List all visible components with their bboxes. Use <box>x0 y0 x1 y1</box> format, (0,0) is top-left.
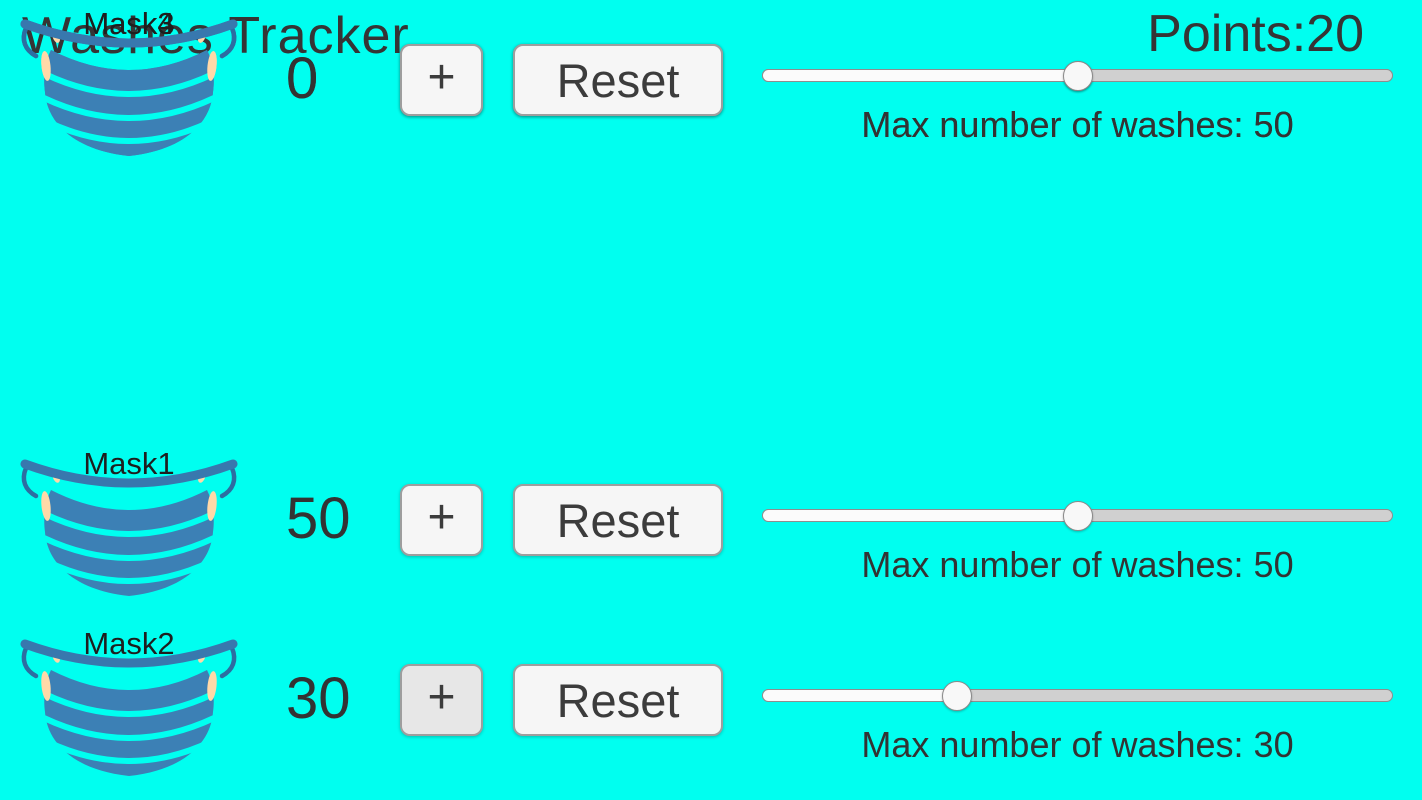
wash-count: 0 <box>286 46 319 111</box>
mask-name-label: Mask1 <box>83 446 175 481</box>
increment-wash-button[interactable]: + <box>400 44 483 116</box>
points-display: Points:20 <box>1147 4 1364 64</box>
wash-count: 0 <box>286 46 319 111</box>
slider-thumb[interactable] <box>1062 501 1093 531</box>
points-label: Points: <box>1147 5 1307 63</box>
mask-name-label: Mask3 <box>83 6 175 41</box>
max-washes-label: Max number of washes: 30 <box>861 724 1294 765</box>
mask-figure: Mask4 <box>16 0 242 166</box>
reset-button[interactable]: Reset <box>513 664 723 736</box>
max-washes-slider[interactable] <box>762 681 1393 711</box>
mask-name-label: Mask2 <box>83 626 175 661</box>
mask-row-2: Mask2 30 + Reset Max number of washes: 3… <box>0 620 1422 800</box>
mask-row-1: Mask1 50 + Reset Max number of washes: 5… <box>0 440 1422 620</box>
max-washes-label: Max number of washes: 50 <box>861 104 1294 145</box>
max-washes-label: Max number of washes: 50 <box>861 104 1294 145</box>
reset-button[interactable]: Reset <box>513 484 723 556</box>
mask-figure: Mask2 <box>16 620 242 786</box>
mask-name-label: Mask4 <box>83 6 175 41</box>
max-washes-slider[interactable] <box>762 501 1393 531</box>
mask-figure: Mask1 <box>16 440 242 606</box>
increment-wash-button[interactable]: + <box>400 664 483 736</box>
slider-fill <box>762 689 958 702</box>
mask-figure: Mask3 <box>16 0 242 166</box>
wash-count: 50 <box>286 486 351 551</box>
slider-fill <box>762 69 1078 82</box>
wash-count: 30 <box>286 666 351 731</box>
slider-fill <box>762 509 1078 522</box>
slider-thumb[interactable] <box>942 681 973 711</box>
points-value: 20 <box>1306 5 1364 63</box>
max-washes-label: Max number of washes: 50 <box>861 544 1294 585</box>
reset-button[interactable]: Reset <box>513 44 723 116</box>
max-washes-slider[interactable] <box>762 61 1393 91</box>
increment-wash-button[interactable]: + <box>400 484 483 556</box>
slider-thumb[interactable] <box>1062 61 1093 91</box>
mask-row-4: Mask4 0 + Reset Max number of washes: 50 <box>0 0 1422 180</box>
